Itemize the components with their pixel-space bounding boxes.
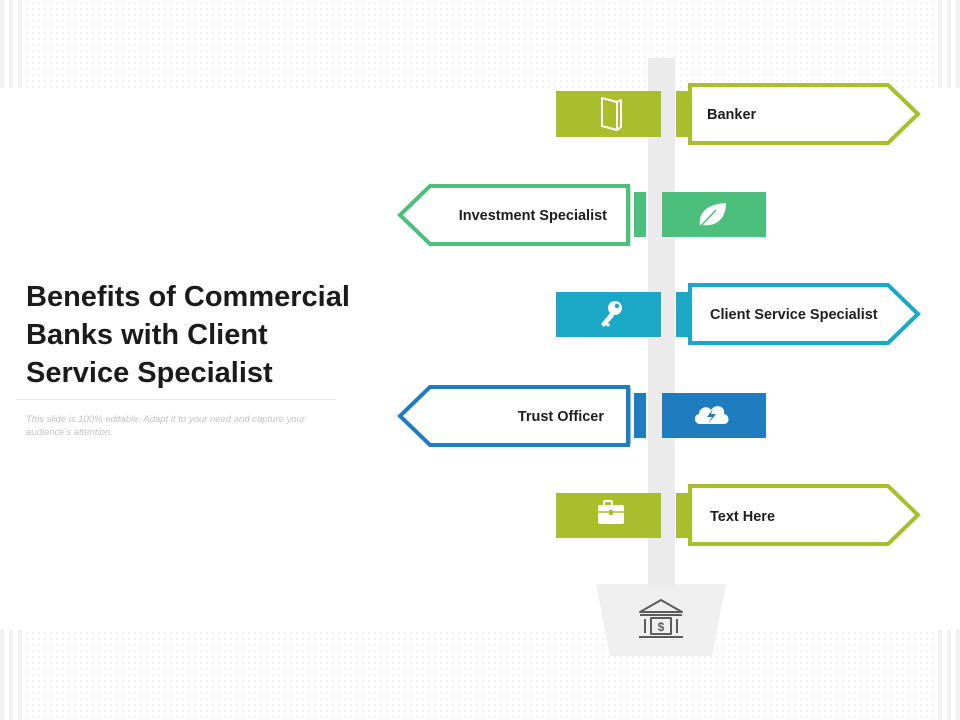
edge-stripes-bottom-right [938,630,960,720]
leaf-icon [699,203,726,228]
key-icon [601,301,622,327]
sign-investment-specialist: Investment Specialist [397,184,766,246]
sign-5-label: Text Here [710,509,775,525]
edge-stripes-top-right [938,0,960,90]
sign-2-connector [634,192,646,237]
sign-3-arrow-board [688,283,921,345]
title-divider [16,399,336,400]
edge-stripes-top-left [0,0,22,90]
sign-client-service-specialist: Client Service Specialist [556,283,921,345]
slide-title: Benefits of Commercial Banks with Client… [26,278,406,392]
edge-stripes-bottom-left [0,630,22,720]
cloud-lightning-icon [694,406,729,424]
sign-banker: Banker [556,83,921,145]
sign-text-here: Text Here [556,484,921,546]
sign-5-connector [676,493,690,538]
title-line-2: Banks with Client [26,319,268,351]
sign-2-label: Investment Specialist [459,208,607,224]
sign-3-label: Client Service Specialist [710,307,878,323]
sign-1-connector [676,91,690,137]
title-line-1: Benefits of Commercial [26,281,350,313]
sign-3-connector [676,292,690,337]
sign-5-arrow-board [688,484,921,546]
svg-text:$: $ [658,620,665,634]
sign-3-icon-box [556,292,661,337]
slide-subtitle: This slide is 100% editable. Adapt it to… [26,414,306,438]
sign-1-arrow-board [688,83,921,145]
sign-2-arrow-board [397,184,630,246]
sign-4-connector [634,393,646,438]
book-icon [601,97,622,131]
bank-dollar-icon: $ [639,599,683,638]
sign-4-label: Trust Officer [518,409,605,425]
sign-1-label: Banker [707,107,757,123]
sign-4-arrow-board [397,385,630,447]
signpost-base [596,584,726,656]
briefcase-icon [598,500,624,524]
sign-1-icon-box [556,91,661,137]
title-line-3: Service Specialist [26,357,273,389]
sign-trust-officer: Trust Officer [397,385,766,447]
